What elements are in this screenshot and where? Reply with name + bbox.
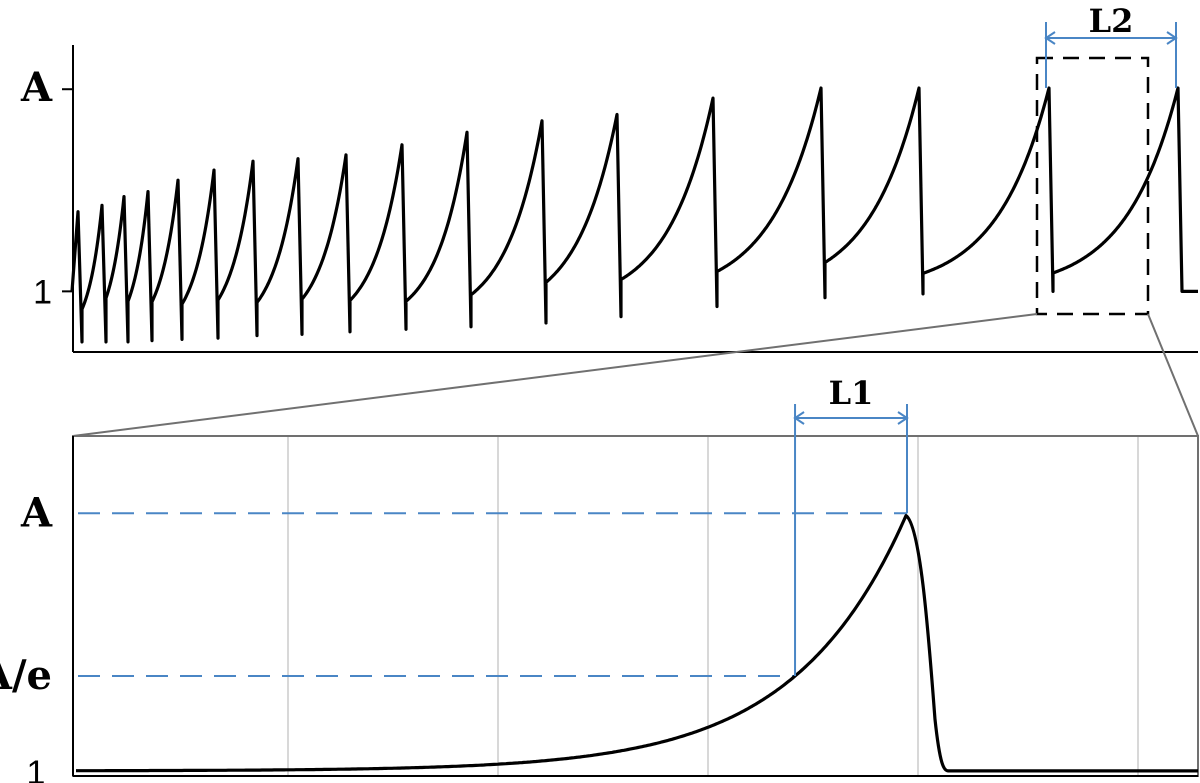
top-y-tick-label-0: 1: [33, 273, 52, 311]
l1-width-annotation: [793, 404, 909, 677]
connector-right: [1147, 313, 1199, 437]
top-panel: 1A L2: [20, 2, 1198, 353]
bottom-single-pulse-line: [76, 514, 1198, 773]
top-y-tick-label-1: A: [20, 64, 53, 111]
l1-label: L1: [829, 374, 874, 412]
top-pulse-train-line: [70, 86, 1198, 344]
zoom-connector-lines: [72, 313, 1199, 437]
bottom-panel: 1 A/e A L1: [0, 374, 1199, 783]
bottom-y-tick-label-2: A: [20, 489, 53, 536]
bottom-frame: [72, 435, 1199, 777]
bottom-y-ticks: 1 A/e A: [0, 489, 53, 783]
zoom-region-box: [1035, 56, 1150, 316]
bottom-y-tick-label-1: A/e: [0, 652, 52, 699]
top-y-ticks: 1A: [20, 64, 73, 311]
connector-left: [72, 313, 1038, 437]
l2-arrowheads: [1044, 31, 1178, 45]
bottom-grid: [287, 436, 1139, 776]
level-guide-lines: [78, 512, 907, 678]
l1-arrowheads: [793, 411, 909, 425]
l2-spacing-annotation: [1044, 22, 1178, 88]
bottom-y-tick-label-0: 1: [27, 754, 46, 783]
l2-label: L2: [1089, 2, 1134, 40]
